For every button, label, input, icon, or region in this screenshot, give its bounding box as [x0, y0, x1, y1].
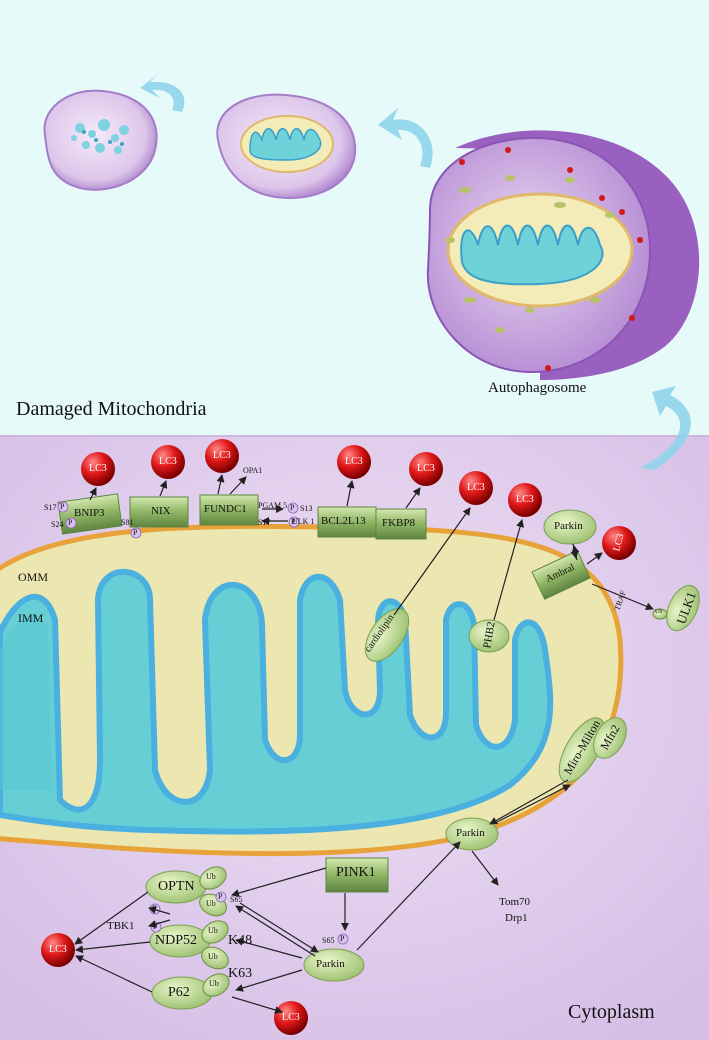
- bcl2l13-protein: [317, 506, 377, 538]
- phosphate-beads: [57, 501, 349, 945]
- ub-label: Ub: [206, 899, 216, 908]
- lc3-label: LC3: [213, 450, 231, 461]
- bnip3-label: BNIP3: [74, 507, 105, 519]
- lysosome-degraded: [43, 89, 158, 191]
- parkin-top-label: Parkin: [554, 520, 583, 532]
- cardiolipin-shape: [364, 608, 410, 662]
- tom70-label: Tom70: [499, 896, 531, 908]
- lc3-label: LC3: [467, 482, 485, 493]
- ambral-protein: [531, 550, 591, 600]
- lc3-label: LC3: [49, 944, 67, 955]
- mitochondrion: [0, 523, 624, 857]
- fkbp8-protein: [375, 508, 427, 540]
- autophagosome: [426, 130, 700, 380]
- phosphate-label: P: [152, 904, 157, 913]
- curved-arrow-icon: [140, 74, 185, 112]
- omm-label: OMM: [18, 570, 49, 584]
- ubiquitin-traf: [652, 608, 668, 620]
- ulk1-right-shape: [666, 584, 700, 632]
- phosphate-label: P: [290, 503, 295, 512]
- autolysosome: [216, 93, 357, 200]
- autophagosome-label: Autophagosome: [488, 380, 587, 396]
- pink1-label: PINK1: [336, 865, 376, 880]
- curved-arrow-icon: [640, 386, 691, 470]
- ub-label: Ub: [208, 926, 218, 935]
- opa1-label: OPA1: [243, 466, 263, 475]
- ub-traf-label: Ub: [655, 609, 663, 615]
- p62-label: P62: [168, 985, 190, 1000]
- site-s65b-label: S65: [322, 936, 335, 945]
- lc3-label: LC3: [417, 463, 435, 474]
- phosphate-label: P: [153, 922, 158, 931]
- site-s13-label: S13: [300, 504, 313, 513]
- ub-label: Ub: [208, 952, 218, 961]
- k63-label: K63: [228, 966, 253, 981]
- phb2-shape: [468, 619, 510, 653]
- miro-milton-shape: [558, 717, 606, 783]
- phosphate-label: P: [340, 934, 345, 943]
- parkin-low-label: Parkin: [316, 958, 345, 970]
- lc3-label: LC3: [345, 456, 363, 467]
- phosphate-label: P: [218, 892, 223, 901]
- site-s24-label: S24: [51, 520, 64, 529]
- lc3-label: LC3: [516, 494, 534, 505]
- cytoplasm-label: Cytoplasm: [568, 1001, 655, 1023]
- site-s17-label: S17: [44, 503, 57, 512]
- site-s81-label: S81: [121, 518, 134, 527]
- phosphate-label: P: [68, 518, 73, 527]
- mfn2-shape: [593, 717, 627, 759]
- fkbp8-label: FKBP8: [382, 517, 416, 529]
- ubiquitin-chain: [199, 866, 230, 997]
- nix-label: NIX: [151, 505, 171, 517]
- site-s17b-label: S17: [258, 518, 271, 527]
- lc3-label: LC3: [89, 463, 107, 474]
- lc3-label: LC3: [282, 1012, 300, 1023]
- fundc1-label: FUNDC1: [204, 503, 247, 515]
- damaged-mitochondria-heading: Damaged Mitochondria: [16, 398, 207, 420]
- phosphate-label: P: [60, 502, 65, 511]
- imm-label: IMM: [18, 611, 44, 625]
- fundc1-protein: [199, 494, 259, 526]
- optn-label: OPTN: [158, 879, 195, 894]
- ub-label: Ub: [206, 872, 216, 881]
- parkin-mid-label: Parkin: [456, 827, 485, 839]
- ndp52-label: NDP52: [155, 933, 198, 948]
- site-s65a-label: S65: [230, 895, 243, 904]
- tbk1-label: TBK1: [107, 920, 135, 932]
- ub-label: Ub: [209, 979, 219, 988]
- parkin-top-shape: [543, 509, 597, 545]
- phosphate-label: P: [133, 528, 138, 537]
- parkin-low-shape: [303, 948, 365, 982]
- drp1-label: Drp1: [505, 912, 528, 924]
- phosphate-label: P: [291, 517, 296, 526]
- curved-arrow-icon: [378, 108, 433, 168]
- pgam5-label: PGAM 5: [258, 501, 288, 510]
- pink1-protein: [325, 857, 389, 893]
- lc3-label: LC3: [159, 456, 177, 467]
- bcl2l13-label: BCL2L13: [321, 515, 366, 527]
- ulk1-small-label: ULK 1: [292, 517, 315, 526]
- k48-label: K48: [228, 933, 253, 948]
- nix-protein: [129, 496, 189, 528]
- arrows: [74, 474, 654, 1014]
